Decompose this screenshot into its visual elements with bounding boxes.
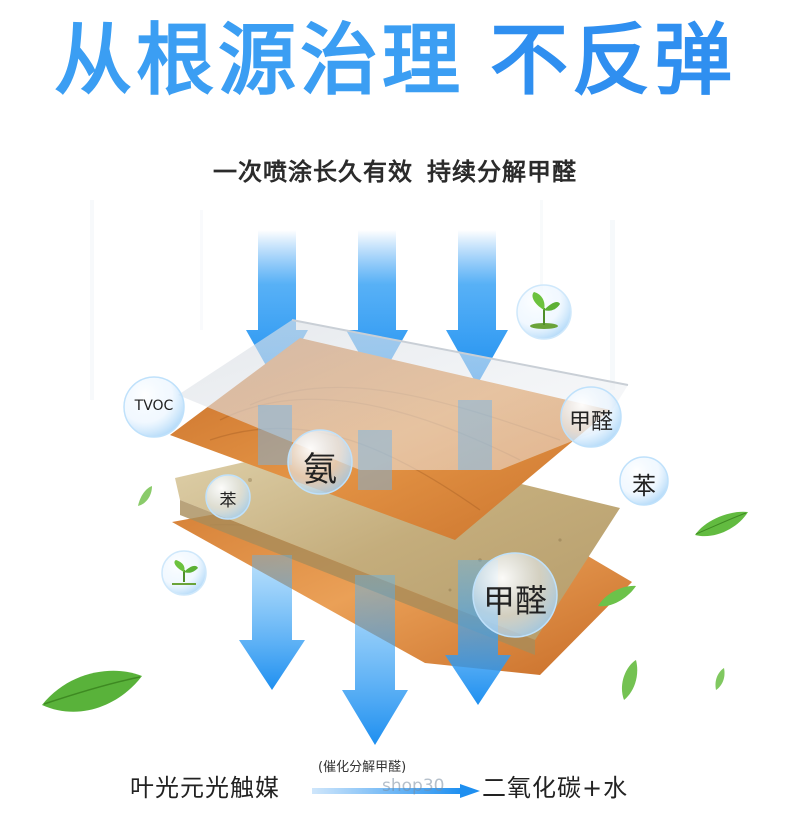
arrow-bottom-left [239,555,305,690]
leaf-icon [715,668,725,690]
background-light-streaks [90,200,615,400]
bubble-benzene-right [619,456,669,506]
arrow-bottom-middle [342,575,408,745]
subheadline: 一次喷涂长久有效持续分解甲醛 [0,152,790,187]
watermark: shop30 [382,776,445,796]
subheadline-part-2: 持续分解甲醛 [427,158,577,186]
sprout-icon [530,292,560,329]
label-tvoc: TVOC [134,398,174,414]
catalyst-name: 叶光元光触媒 [130,774,280,802]
bubble-tvoc [123,376,185,438]
bubble-formaldehyde-right [560,386,622,448]
leaf-icon [42,670,142,712]
label-ammonia: 氨 [303,450,337,490]
leaf-icon [598,585,636,607]
label-formaldehyde-large: 甲醛 [482,582,547,620]
arrow-right-icon [312,784,480,798]
bubble-formaldehyde-large [472,552,558,638]
label-benzene-right: 苯 [632,472,656,500]
headline: 从根源治理不反弹 [0,22,790,100]
leaf-icon [621,660,638,700]
result-products: 二氧化碳+水 [482,774,629,802]
sprout-icon [172,560,198,585]
headline-part-1: 从根源治理 [53,16,464,106]
protective-film-layer [178,320,628,470]
subheadline-part-1: 一次喷涂长久有效 [213,158,413,186]
headline-part-2: 不反弹 [490,16,737,106]
bubble-ammonia [287,429,353,495]
label-benzene-left: 苯 [219,491,237,511]
process-summary: 叶光元光触媒 (催化分解甲醛) 二氧化碳+水 [0,760,790,802]
leaf-icon [695,511,748,537]
leaf-icon [138,486,152,506]
bubble-benzene-left [205,474,251,520]
arrow-top-right [446,230,508,385]
label-formaldehyde-right: 甲醛 [568,410,613,435]
downward-arrows-bottom [239,555,511,745]
process-note: (催化分解甲醛) [318,760,407,775]
